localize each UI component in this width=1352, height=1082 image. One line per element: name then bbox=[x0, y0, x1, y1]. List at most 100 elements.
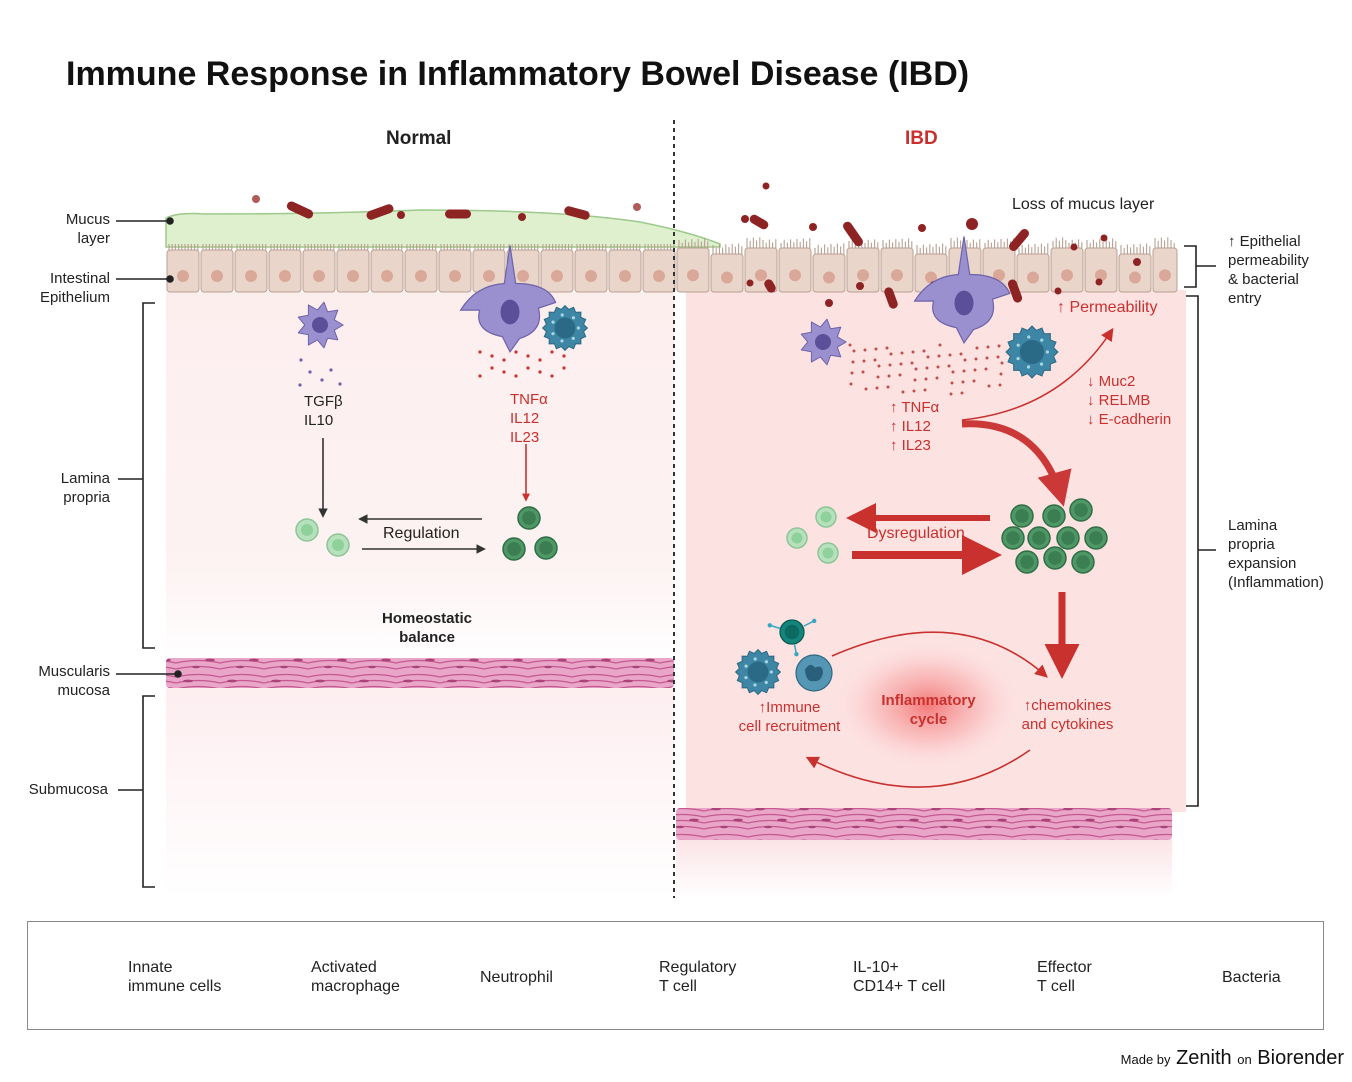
legend-label-macrophage: Activated macrophage bbox=[311, 959, 400, 995]
bacterial-particle bbox=[1070, 243, 1078, 251]
epithelial-nucleus bbox=[211, 270, 223, 283]
regulatory-t-nucleus bbox=[331, 538, 345, 552]
epithelial-cell bbox=[846, 237, 880, 293]
cytokine-dot bbox=[926, 355, 930, 359]
cell-nucleus bbox=[312, 317, 328, 333]
bacterial-particle bbox=[966, 218, 978, 230]
macrophage-granule bbox=[571, 316, 576, 320]
label-mucus-layer: Mucus layer bbox=[65, 211, 110, 247]
epithelial-cell bbox=[336, 244, 370, 293]
epithelial-cell bbox=[540, 244, 574, 293]
epithelial-nucleus bbox=[1027, 271, 1039, 284]
cytokine-dot bbox=[888, 363, 892, 367]
bacterium-body bbox=[445, 209, 471, 219]
cytokine-dot bbox=[851, 360, 855, 364]
epithelial-cell bbox=[608, 244, 642, 293]
ibd-cytokines: ↑ TNFα ↑ IL12 ↑ IL23 bbox=[890, 399, 940, 454]
cytokine-dot bbox=[949, 392, 953, 396]
ibd-macrophage bbox=[1005, 325, 1059, 379]
bacterial-particle bbox=[856, 282, 864, 290]
epithelial-nucleus bbox=[517, 270, 529, 283]
epithelial-cell bbox=[880, 238, 914, 293]
ibd-recruited-cells bbox=[734, 618, 833, 696]
cytokine-dot bbox=[936, 365, 940, 369]
right-brackets bbox=[1184, 245, 1216, 807]
epithelial-nucleus bbox=[687, 269, 699, 282]
ibd-arrows bbox=[805, 327, 1114, 788]
normal-cytokine-dots bbox=[298, 350, 566, 387]
cytokine-dot bbox=[973, 368, 977, 372]
bacterium bbox=[445, 209, 471, 219]
cytokine-dot bbox=[951, 370, 955, 374]
macrophage-granule bbox=[1039, 362, 1044, 366]
epithelial-cell bbox=[710, 243, 744, 293]
bacterial-particle bbox=[825, 299, 833, 307]
neutrophil-nucleus bbox=[805, 664, 823, 682]
epithelial-nucleus bbox=[245, 270, 257, 283]
normal-tissue bbox=[165, 209, 721, 898]
ibd-epithelium bbox=[676, 237, 1178, 293]
cytokine-dot bbox=[526, 366, 530, 370]
epithelial-cell bbox=[370, 244, 404, 293]
bacterium-body bbox=[884, 287, 898, 309]
cytokine-dot bbox=[876, 375, 880, 379]
bacterium-body bbox=[564, 206, 590, 220]
epithelial-cell bbox=[268, 244, 302, 293]
macrophage-granule bbox=[1040, 338, 1044, 342]
credit-made-by: Made by bbox=[1120, 1052, 1171, 1067]
effector-t-nucleus bbox=[1020, 555, 1034, 569]
epithelial-nucleus bbox=[993, 269, 1005, 282]
normal-regulation-arrows bbox=[318, 438, 530, 554]
epithelial-nucleus bbox=[823, 271, 835, 284]
effector-t-nucleus bbox=[507, 542, 521, 556]
cytokine-dot bbox=[514, 374, 518, 378]
dendritic-nucleus bbox=[954, 290, 974, 316]
cytokine-dot bbox=[478, 350, 482, 354]
macrophage-granule bbox=[576, 326, 580, 330]
cytokine-dot bbox=[550, 350, 554, 354]
cytokine-dot bbox=[538, 370, 542, 374]
cytokine-dot bbox=[308, 370, 312, 374]
cytokine-dot bbox=[925, 366, 929, 370]
bacterial-particle bbox=[741, 215, 749, 223]
epithelial-nucleus bbox=[755, 269, 767, 282]
macrophage-granule bbox=[1016, 356, 1020, 361]
ibd-innate-cell-left bbox=[800, 318, 847, 366]
macrophage-nucleus bbox=[554, 317, 576, 339]
legend-label-innate: Innate immune cells bbox=[128, 959, 222, 995]
regulatory-t-nucleus bbox=[791, 532, 803, 544]
cytokine-dot bbox=[996, 355, 1000, 359]
macrophage-granule bbox=[1045, 350, 1049, 354]
dysregulation-label: Dysregulation bbox=[867, 525, 965, 542]
cytokine-dot bbox=[999, 372, 1003, 376]
epithelial-nucleus bbox=[789, 269, 801, 282]
epithelial-cell bbox=[302, 244, 336, 293]
immune-recruitment-label: ↑Immune cell recruitment bbox=[738, 699, 841, 735]
epithelial-nucleus bbox=[1129, 271, 1141, 284]
cytokine-dot bbox=[502, 358, 506, 362]
ibd-barrier-markers: ↓ Muc2 ↓ RELMB ↓ E-cadherin bbox=[1087, 373, 1172, 428]
legend bbox=[27, 921, 1324, 1030]
ibd-submucosa bbox=[676, 838, 1172, 898]
epithelial-nucleus bbox=[857, 269, 869, 282]
cytokine-dot bbox=[950, 381, 954, 385]
cytokine-dot bbox=[974, 357, 978, 361]
bacterial-particle bbox=[252, 195, 260, 203]
effector-t-nucleus bbox=[1015, 509, 1029, 523]
macrophage-granule bbox=[551, 332, 555, 336]
receptor-arm bbox=[803, 620, 814, 627]
normal-bacteria bbox=[252, 195, 641, 221]
macrophage-granule bbox=[744, 676, 748, 680]
cytokine-dot bbox=[320, 378, 324, 382]
bacterium bbox=[286, 201, 314, 219]
epithelial-nucleus bbox=[1061, 269, 1073, 282]
epithelial-cell bbox=[200, 244, 234, 293]
effector-t-nucleus bbox=[1076, 555, 1090, 569]
bacterial-particle bbox=[1054, 287, 1062, 295]
credit-platform: Biorender bbox=[1257, 1047, 1344, 1069]
label-epithelial-permeability: ↑ Epithelial permeability & bacterial en… bbox=[1228, 233, 1309, 307]
macrophage-granule bbox=[560, 313, 564, 317]
regulatory-t-nucleus bbox=[822, 547, 834, 559]
cytokine-dot bbox=[913, 378, 917, 382]
epithelial-nucleus bbox=[1159, 269, 1171, 282]
